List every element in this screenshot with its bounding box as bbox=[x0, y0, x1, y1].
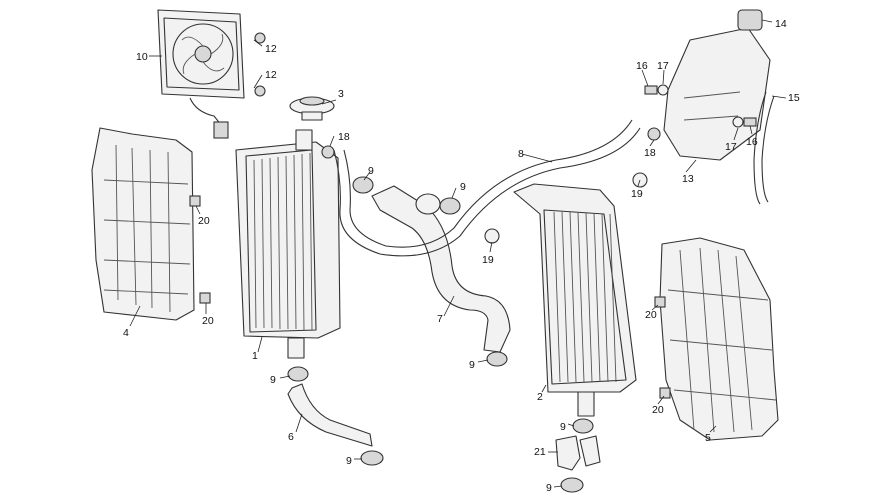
hose-clamp-c bbox=[287, 366, 309, 382]
hose-6 bbox=[287, 383, 373, 447]
cooling-fan bbox=[157, 9, 245, 139]
callout-13: 13 bbox=[682, 173, 694, 185]
hose-connector-21 bbox=[555, 435, 601, 471]
callout-9-d: 9 bbox=[346, 455, 352, 467]
callout-9-f: 9 bbox=[560, 421, 566, 433]
callout-9-b: 9 bbox=[460, 181, 466, 193]
callout-20-lower-right: 20 bbox=[652, 404, 664, 416]
radiator-guard-right bbox=[659, 237, 779, 441]
callout-18-left: 18 bbox=[338, 131, 350, 143]
callout-14: 14 bbox=[775, 18, 787, 30]
callout-17-lower: 17 bbox=[725, 141, 737, 153]
callout-18-right: 18 bbox=[644, 147, 656, 159]
hose-7 bbox=[371, 185, 511, 353]
hose-8 bbox=[333, 119, 641, 257]
callout-21: 21 bbox=[534, 446, 546, 458]
bolt-20-lower bbox=[199, 292, 211, 304]
callout-17-upper: 17 bbox=[657, 60, 669, 72]
bolt-16-upper bbox=[644, 85, 658, 95]
bolt-20-upper bbox=[189, 195, 201, 207]
callout-3: 3 bbox=[338, 88, 344, 100]
callout-19-right: 19 bbox=[631, 188, 643, 200]
hose-clamp-b bbox=[439, 197, 461, 215]
callout-16-lower: 16 bbox=[746, 136, 758, 148]
callout-4: 4 bbox=[123, 327, 129, 339]
callout-5: 5 bbox=[705, 432, 711, 444]
hose-clamp-d bbox=[360, 450, 384, 466]
callout-7: 7 bbox=[437, 313, 443, 325]
callout-20-upper-right: 20 bbox=[645, 309, 657, 321]
clip-19-middle bbox=[484, 228, 500, 244]
callout-2: 2 bbox=[537, 391, 543, 403]
bolt-20-right-lower bbox=[659, 387, 671, 399]
clip-nut-upper bbox=[254, 32, 266, 44]
radiator-cap bbox=[289, 96, 335, 121]
callout-20-upper-left: 20 bbox=[198, 215, 210, 227]
callout-19-middle: 19 bbox=[482, 254, 494, 266]
callout-6: 6 bbox=[288, 431, 294, 443]
callout-16-upper: 16 bbox=[636, 60, 648, 72]
expansion-tank bbox=[663, 9, 771, 161]
leader-lines bbox=[129, 19, 787, 488]
callout-10: 10 bbox=[136, 51, 148, 63]
washer-17-lower bbox=[732, 116, 744, 128]
radiator-left bbox=[235, 129, 341, 359]
clip-nut-lower bbox=[254, 85, 266, 97]
callout-12-upper: 12 bbox=[265, 43, 277, 55]
clip-18-left bbox=[321, 145, 335, 159]
callout-15: 15 bbox=[788, 92, 800, 104]
callout-9-a: 9 bbox=[368, 165, 374, 177]
bolt-20-right-upper bbox=[654, 296, 666, 308]
callout-12-lower: 12 bbox=[265, 69, 277, 81]
overflow-hose-15 bbox=[753, 91, 775, 205]
callout-9-g: 9 bbox=[546, 482, 552, 494]
clip-18-right bbox=[647, 127, 661, 141]
hose-clamp-g bbox=[560, 477, 584, 493]
hose-clamp-e bbox=[486, 351, 508, 367]
radiator-right bbox=[513, 183, 637, 417]
hose-clamp-f bbox=[572, 418, 594, 434]
hose-clamp-a bbox=[352, 176, 374, 194]
bolt-16-lower bbox=[743, 117, 757, 127]
callout-8: 8 bbox=[518, 148, 524, 160]
callout-9-e: 9 bbox=[469, 359, 475, 371]
callout-1: 1 bbox=[252, 350, 258, 362]
callout-9-c: 9 bbox=[270, 374, 276, 386]
washer-17-upper bbox=[657, 84, 669, 96]
callout-20-lower-left: 20 bbox=[202, 315, 214, 327]
radiator-guard-left bbox=[91, 127, 195, 321]
